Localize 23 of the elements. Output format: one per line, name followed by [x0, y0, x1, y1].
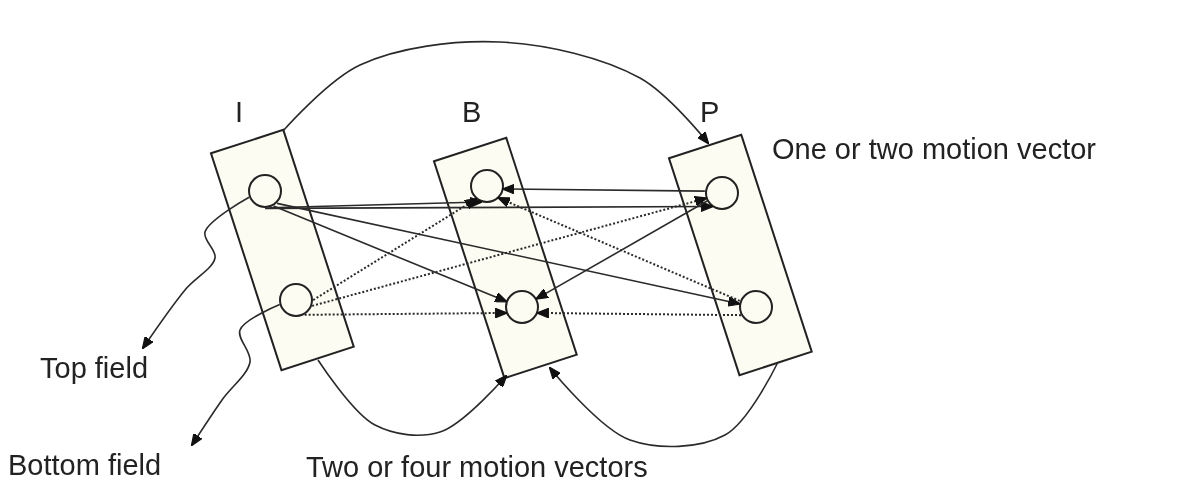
field-label: Top field — [40, 351, 148, 386]
arrow — [272, 205, 508, 303]
arrow — [548, 361, 779, 448]
caption-text: One or two motion vector — [772, 132, 1096, 167]
arrow — [501, 183, 706, 195]
arrow — [264, 201, 714, 212]
arrow — [317, 359, 508, 436]
arrow — [312, 197, 478, 302]
arrow — [276, 202, 741, 307]
arrow — [497, 197, 741, 302]
field-label: Bottom field — [8, 448, 162, 483]
arrow — [282, 40, 710, 145]
frame-label: B — [462, 95, 482, 130]
frame-label: P — [700, 95, 720, 130]
leader-line — [190, 303, 281, 447]
caption-text: Two or four motion vectors — [306, 450, 648, 485]
leader-line — [141, 196, 250, 350]
arrow — [536, 307, 742, 319]
arrow — [535, 200, 708, 300]
frame-label: I — [235, 95, 244, 130]
arrow — [303, 307, 508, 319]
arrow — [268, 196, 483, 209]
arrow — [311, 196, 708, 307]
